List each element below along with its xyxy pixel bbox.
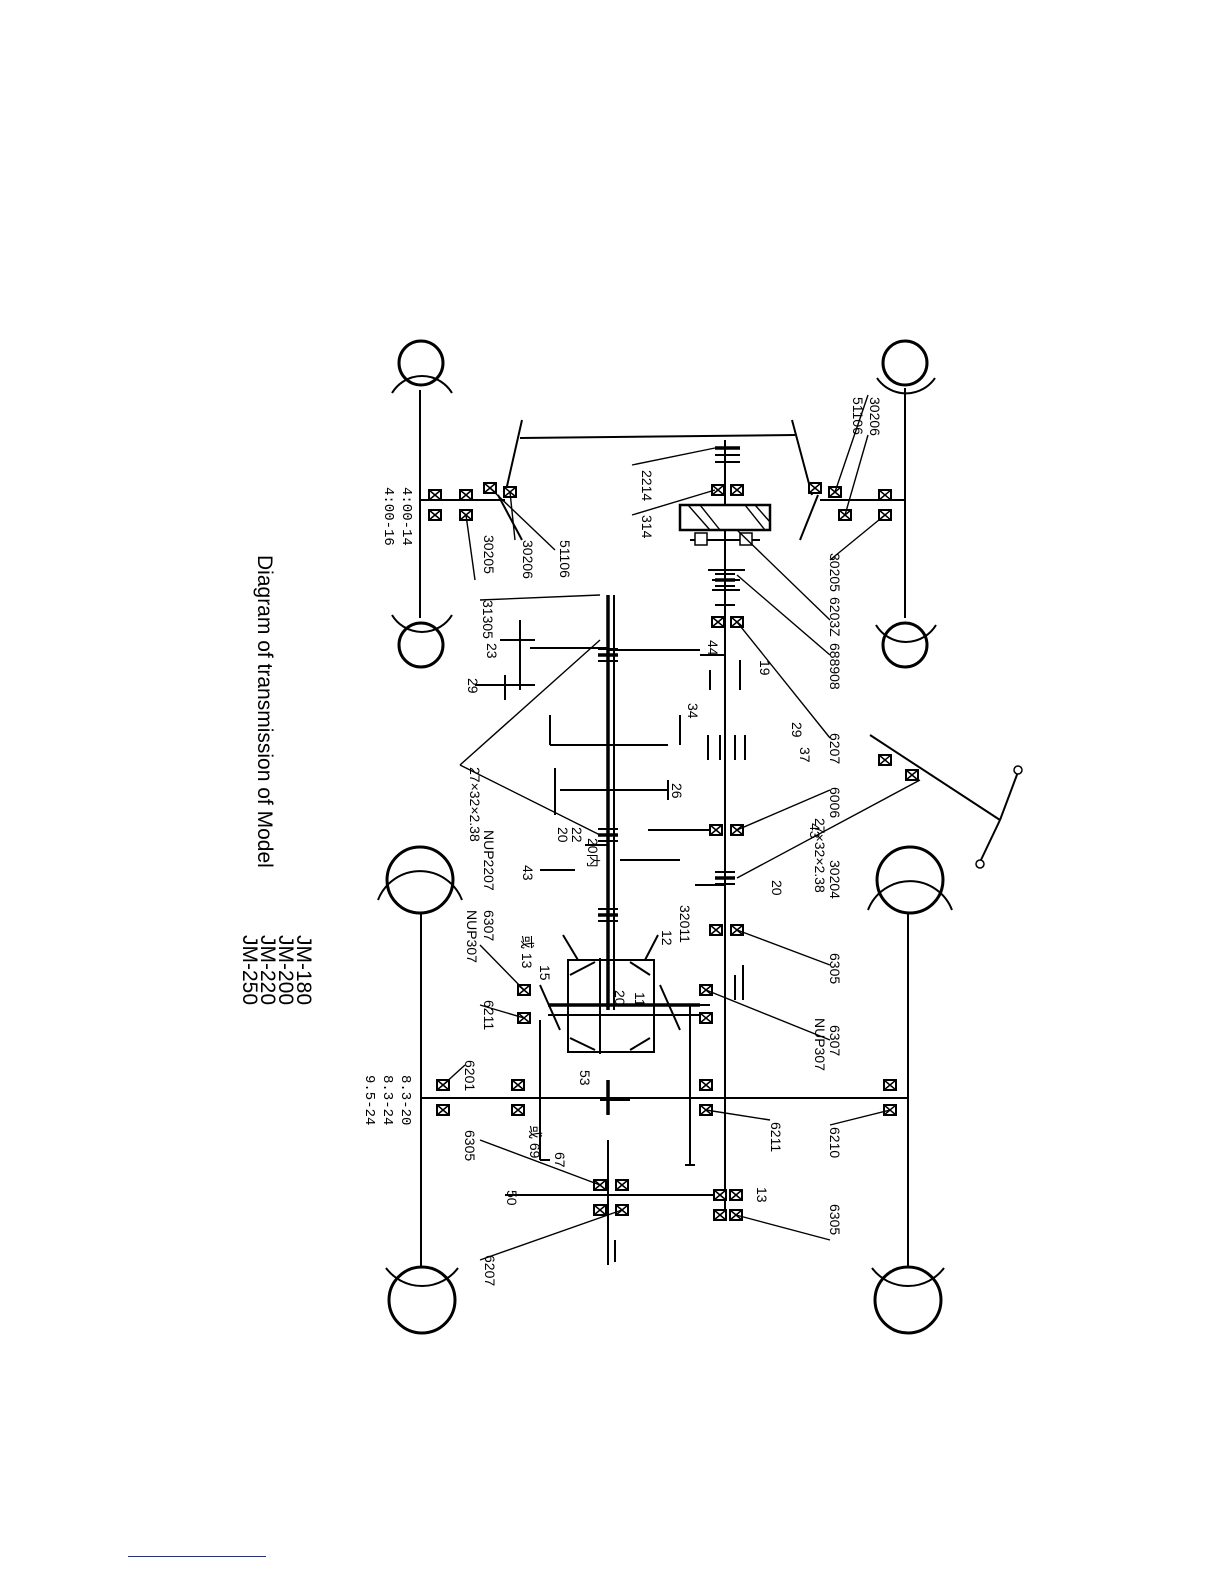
teeth-20-lower: 20 <box>555 827 571 843</box>
front-wheel-upper-right <box>876 339 936 395</box>
teeth-or-13: 或 13 <box>519 935 535 969</box>
teeth-20-inner: 20内 <box>585 838 601 868</box>
label-6201: 6201 <box>462 1060 478 1091</box>
label-688908: 688908 <box>827 643 843 690</box>
teeth-20-diff: 20 <box>612 990 628 1006</box>
shafts <box>419 388 909 1268</box>
teeth-20-upper: 20 <box>769 880 785 896</box>
label-6305-a: 6305 <box>827 953 843 984</box>
label-51106-b: 51106 <box>850 397 866 435</box>
teeth-11: 11 <box>632 992 648 1007</box>
label-30205-b: 30205 <box>827 553 843 592</box>
teeth-53: 53 <box>577 1070 593 1086</box>
tyre-rear-3: 9.5-24 <box>361 1075 377 1125</box>
teeth-43-upper: 43 <box>807 823 823 839</box>
front-wheel-upper-left <box>391 339 453 394</box>
tyre-front-1: 4:00-14 <box>398 487 414 546</box>
label-spline-upper: 27×32×2.38 <box>812 818 828 893</box>
label-32011: 32011 <box>677 905 693 943</box>
teeth-34: 34 <box>685 703 701 719</box>
label-6305-c: 6305 <box>827 1204 843 1235</box>
teeth-19: 19 <box>757 660 773 676</box>
diagram-title: Diagram of transmission of Model <box>253 555 276 868</box>
teeth-15: 15 <box>537 965 553 981</box>
rear-wheel-upper-left <box>377 845 463 915</box>
label-nup307-a: NUP307 <box>812 1018 828 1071</box>
label-6210: 6210 <box>827 1127 843 1158</box>
tyre-front-2: 4:00-16 <box>380 487 396 546</box>
teeth-50: 50 <box>504 1190 520 1206</box>
label-30206-a: 30206 <box>520 540 536 579</box>
front-wheel-lower-right <box>875 621 937 669</box>
teeth-37: 37 <box>797 747 813 763</box>
model-jm180: JM-180 <box>292 935 315 1005</box>
rear-wheel-lower-right <box>871 1265 945 1335</box>
teeth-29-upper: 29 <box>789 722 805 738</box>
label-6207-a: 6207 <box>827 733 843 764</box>
label-6207-b: 6207 <box>482 1255 498 1286</box>
teeth-29-lower: 29 <box>465 678 481 694</box>
rear-wheel-lower-left <box>385 1265 459 1335</box>
teeth-26: 26 <box>669 783 685 799</box>
pto-linkage <box>869 734 1023 869</box>
tyre-rear-2: 8.3-24 <box>379 1075 395 1125</box>
teeth-13: 13 <box>754 1187 770 1203</box>
label-6211-b: 6211 <box>768 1122 784 1152</box>
teeth-44: 44 <box>705 640 721 656</box>
label-314: 314 <box>639 515 655 539</box>
front-wheel-lower-left <box>391 614 453 669</box>
label-nup307-b: NUP307 <box>464 910 480 963</box>
tyre-rear-1: 8.3-20 <box>397 1075 413 1125</box>
model-jm250: JM-250 <box>238 935 261 1005</box>
footnote-separator <box>128 1556 266 1557</box>
label-6307-b: 6307 <box>481 910 497 941</box>
label-6305-b: 6305 <box>462 1130 478 1161</box>
label-6307-a: 6307 <box>827 1025 843 1056</box>
leader-lines <box>442 394 921 1261</box>
teeth-43-lower: 43 <box>520 865 536 881</box>
differential <box>539 934 700 1054</box>
label-51106-a: 51106 <box>557 540 573 578</box>
label-nup2207: NUP2207 <box>481 830 497 891</box>
label-30204: 30204 <box>827 860 843 899</box>
label-30206-b: 30206 <box>867 397 883 436</box>
label-31305: 31305 <box>480 600 496 639</box>
model-jm220: JM-220 <box>256 935 279 1005</box>
label-6211-a: 6211 <box>481 1000 497 1030</box>
teeth-22: 22 <box>569 827 585 843</box>
label-30205-a: 30205 <box>481 535 497 574</box>
label-6006: 6006 <box>827 787 843 818</box>
teeth-or-69: 或 69 <box>527 1125 543 1159</box>
label-2214: 2214 <box>639 470 655 501</box>
teeth-67: 67 <box>552 1152 568 1168</box>
wheels <box>377 339 953 1335</box>
clutch-housing <box>678 446 772 606</box>
rear-wheel-upper-right <box>867 845 953 915</box>
label-6203z: 6203Z <box>827 597 843 637</box>
teeth-23: 23 <box>484 643 500 659</box>
model-jm200: JM-200 <box>274 935 297 1005</box>
teeth-12: 12 <box>659 930 675 946</box>
label-spline-lower: 27×32×2.38 <box>467 767 483 842</box>
